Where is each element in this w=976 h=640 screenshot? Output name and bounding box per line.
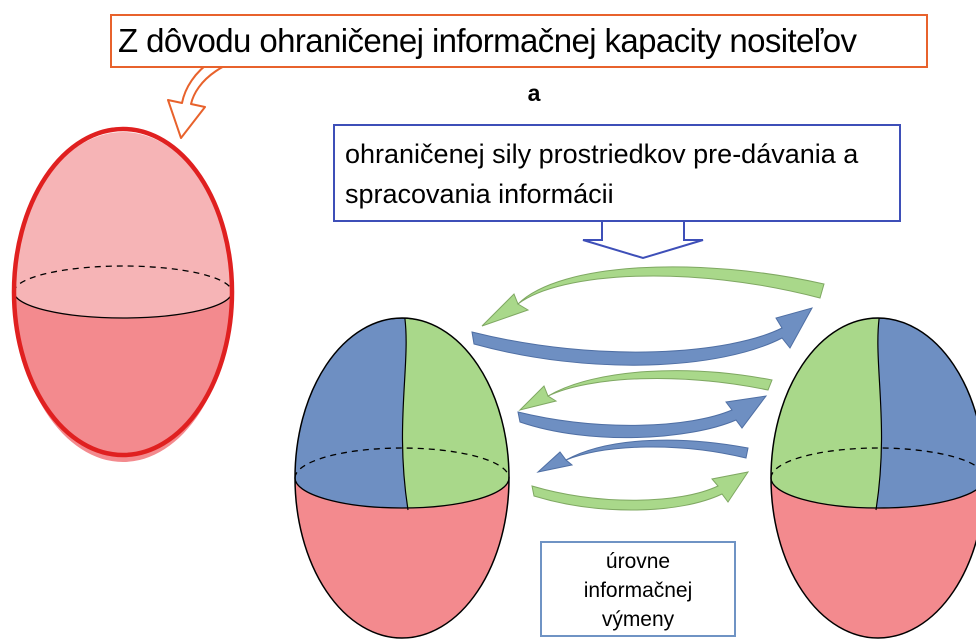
single-carrier-egg — [11, 126, 235, 462]
egg-equator-front — [13, 291, 233, 319]
left-segmented-egg — [294, 317, 510, 639]
title-text: Z dôvodu ohraničenej informačnej kapacit… — [118, 22, 857, 59]
down-arrow — [582, 222, 704, 260]
exchange-arrow-small — [531, 439, 750, 511]
reason-line-2: spracovania informácii — [345, 179, 614, 209]
exchange-arrow-large — [471, 266, 825, 366]
right-segmented-egg — [770, 317, 976, 639]
egg-bottom-half — [14, 292, 232, 462]
exchange-arrow-medium — [517, 370, 773, 439]
levels-line-1: úrovne — [605, 550, 671, 573]
levels-box: úrovne informačnej výmeny — [540, 541, 736, 637]
title-box: Z dôvodu ohraničenej informačnej kapacit… — [110, 14, 928, 68]
levels-line-2: informačnej — [583, 579, 693, 602]
reason-box: ohraničenej sily prostriedkov pre-dávani… — [333, 124, 901, 222]
levels-line-3: výmeny — [601, 608, 675, 631]
egg-outline — [11, 126, 235, 458]
conjunction-label: a — [527, 80, 541, 106]
egg-top-half — [14, 132, 232, 318]
egg-equator-back — [13, 265, 233, 293]
reason-line-1: ohraničenej sily prostriedkov pre-dávani… — [345, 139, 859, 169]
